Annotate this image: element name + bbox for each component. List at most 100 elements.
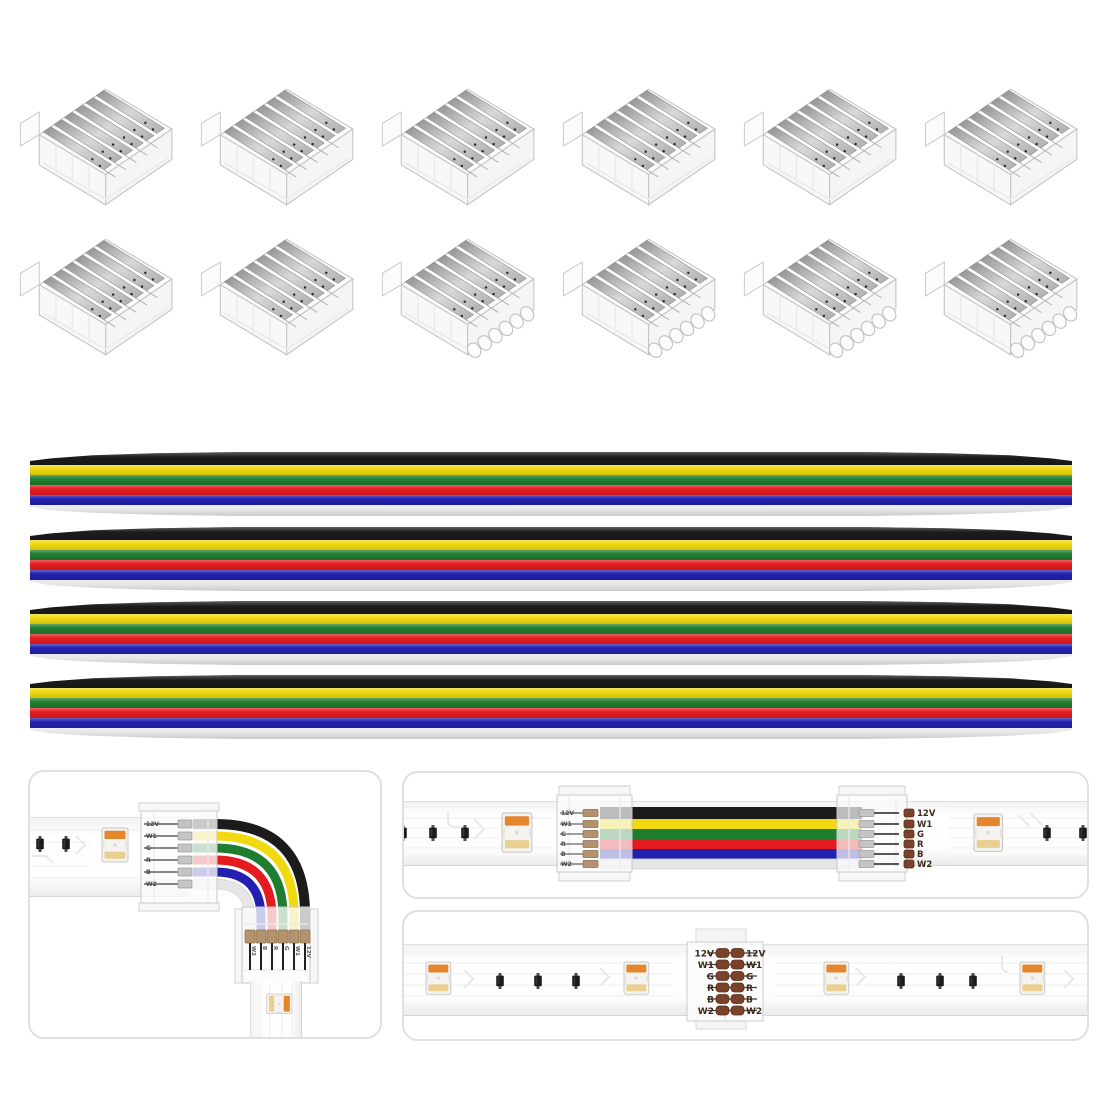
svg-text:12V: 12V (561, 810, 574, 817)
svg-text:W1: W1 (698, 961, 714, 971)
right-connector (836, 785, 908, 882)
corner-vertical-connector: W2 B R G W1 12V (234, 906, 319, 984)
wire-black (30, 601, 1072, 614)
wire-black (30, 452, 1072, 465)
wire-yellow (30, 614, 1072, 624)
svg-text:B: B (561, 851, 566, 858)
wire-red (30, 708, 1072, 718)
svg-text:G: G (917, 830, 924, 840)
wire-red (30, 485, 1072, 495)
center-connector: 12V W1 G R B W2 12V W1 G R B W2 (686, 928, 766, 1030)
left-connector: 12V W1 G R B W2 (556, 785, 633, 882)
svg-text:W2: W2 (146, 881, 157, 888)
crimp-clips (858, 809, 875, 868)
strip-connector (188, 222, 369, 372)
svg-text:B: B (746, 996, 753, 1006)
svg-text:G: G (561, 831, 566, 838)
solder-pads-labels: 12V W1 G R B W2 (903, 808, 936, 870)
strip-connector (731, 222, 912, 372)
svg-text:B: B (146, 869, 151, 876)
wire-black (30, 527, 1072, 540)
strip-connector (369, 222, 550, 372)
svg-text:R: R (272, 946, 278, 951)
wire-green (30, 624, 1072, 634)
wire-red (30, 634, 1072, 644)
ribbon-cable (30, 527, 1072, 591)
svg-text:W2: W2 (698, 1007, 714, 1017)
panel-corner-connection: 12V W1 G R B W2 (28, 770, 382, 1039)
ribbon-cable (30, 452, 1072, 516)
svg-text:W2: W2 (561, 861, 572, 868)
svg-text:W1: W1 (294, 946, 300, 956)
svg-text:W2: W2 (917, 860, 932, 870)
strip-connector (912, 222, 1093, 372)
wire-black (30, 675, 1072, 688)
wire-yellow (30, 688, 1072, 698)
crimp-clips (177, 819, 193, 889)
pin-labels-right: 12V W1 G R B W2 (746, 950, 766, 1018)
pin-labels-corner-vertical: W2 B R G W1 12V (250, 946, 311, 959)
led-strip-vertical (250, 981, 302, 1037)
strip-connector (550, 72, 731, 222)
svg-text:R: R (146, 857, 151, 864)
svg-text:B: B (917, 850, 923, 860)
wire-white (30, 505, 1072, 516)
corner-horizontal-connector: 12V W1 G R B W2 (138, 802, 220, 912)
svg-text:G: G (146, 845, 151, 852)
crimp-clips (582, 809, 599, 868)
connector-grid (7, 72, 1093, 372)
svg-text:B: B (707, 996, 714, 1006)
svg-text:G: G (707, 973, 714, 983)
svg-text:G: G (283, 946, 289, 951)
svg-text:12V: 12V (146, 821, 159, 828)
svg-text:W1: W1 (917, 820, 932, 830)
svg-text:12V: 12V (695, 950, 715, 960)
svg-text:12V: 12V (917, 809, 936, 819)
corner-connection-diagram: 12V W1 G R B W2 (30, 802, 319, 1037)
wire-white (30, 580, 1072, 591)
wire-blue (30, 644, 1072, 654)
wire-green (30, 698, 1072, 708)
svg-text:W1: W1 (561, 821, 572, 828)
strip-connector (369, 72, 550, 222)
cable-joint-diagram: 12V W1 G R B W2 (404, 785, 1087, 882)
wire-blue (30, 570, 1072, 580)
wire-white (30, 654, 1072, 665)
panel-direct-joint: 12V W1 G R B W2 12V W1 G R B W2 (402, 910, 1089, 1041)
wire-yellow (30, 465, 1072, 475)
strip-connector (188, 72, 369, 222)
wire-green (30, 475, 1072, 485)
svg-text:R: R (746, 984, 753, 994)
svg-text:R: R (917, 840, 924, 850)
svg-text:R: R (561, 841, 566, 848)
strip-connector (912, 72, 1093, 222)
crimp-clips (244, 929, 311, 944)
panel-cable-joint: 12V W1 G R B W2 (402, 771, 1089, 899)
direct-joint-diagram: 12V W1 G R B W2 12V W1 G R B W2 (404, 928, 1087, 1030)
svg-text:W2: W2 (250, 946, 256, 956)
wire-white (30, 728, 1072, 739)
solder-pads (715, 948, 745, 1016)
svg-text:12V: 12V (746, 950, 766, 960)
wire-blue (30, 495, 1072, 505)
strip-connector (550, 222, 731, 372)
strip-connector (7, 72, 188, 222)
pin-labels-corner-horizontal: 12V W1 G R B W2 (146, 821, 159, 888)
pin-labels-left-connector: 12V W1 G R B W2 (561, 810, 574, 868)
svg-text:W1: W1 (146, 833, 157, 840)
strip-connector (7, 222, 188, 372)
ribbon-cable (30, 675, 1072, 739)
wire-yellow (30, 540, 1072, 550)
svg-text:R: R (707, 984, 714, 994)
svg-text:W1: W1 (746, 961, 762, 971)
pin-labels-left: 12V W1 G R B W2 (695, 950, 715, 1018)
jumper-cable (599, 807, 863, 870)
wire-blue (30, 718, 1072, 728)
wire-red (30, 560, 1072, 570)
strip-connector (731, 72, 912, 222)
svg-text:G: G (746, 973, 753, 983)
svg-text:12V: 12V (305, 946, 311, 959)
ribbon-cable (30, 601, 1072, 665)
wire-green (30, 550, 1072, 560)
